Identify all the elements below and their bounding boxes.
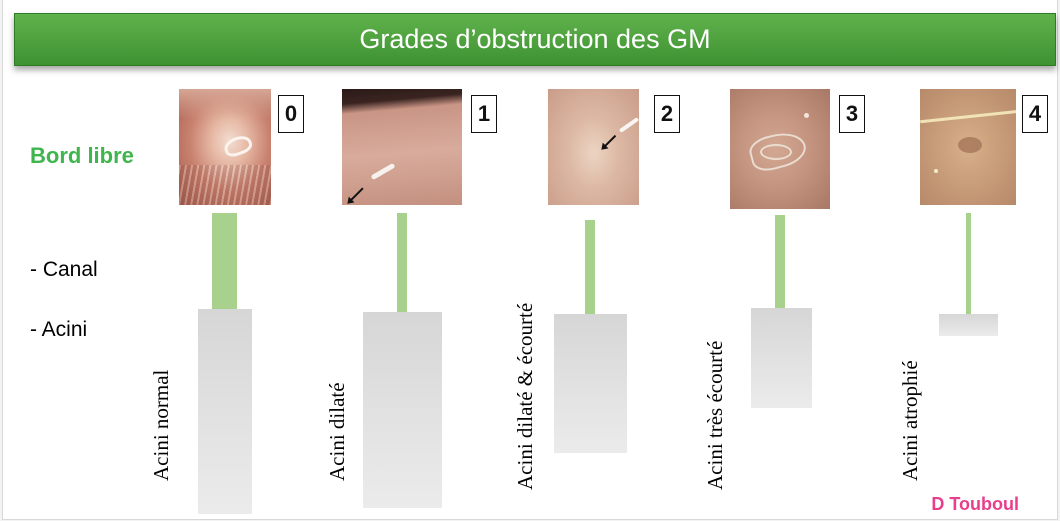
grade-1-photo xyxy=(342,89,462,205)
grade-3-number: 3 xyxy=(839,95,865,133)
grade-2-acini xyxy=(554,314,627,453)
grade-0-photo xyxy=(179,89,271,205)
grade-0-number: 0 xyxy=(278,95,304,133)
grade-0-acini-label: Acini normal xyxy=(149,370,174,481)
grade-1-acini-label: Acini dilaté xyxy=(325,382,350,481)
grade-0-acini xyxy=(198,309,252,514)
grade-2-arrow-icon xyxy=(603,135,615,147)
grade-2-canal xyxy=(585,220,595,320)
grade-4-acini xyxy=(939,314,998,336)
grade-1-canal xyxy=(397,213,407,313)
grade-4-acini-label: Acini atrophié xyxy=(898,360,923,481)
grade-0-canal xyxy=(212,213,237,313)
grade-4-number: 4 xyxy=(1022,95,1048,133)
label-bord-libre: Bord libre xyxy=(30,143,134,169)
grade-4-canal xyxy=(966,213,971,315)
grade-3-photo xyxy=(730,89,830,209)
grade-2-photo xyxy=(548,89,639,205)
grade-1-acini xyxy=(363,312,442,508)
label-acini: - Acini xyxy=(30,318,87,342)
grade-3-canal xyxy=(775,215,785,315)
slide-title: Grades d’obstruction des GM xyxy=(14,13,1056,66)
grade-2-number: 2 xyxy=(654,95,680,133)
grade-3-acini xyxy=(751,308,812,408)
author-credit: D Touboul xyxy=(931,494,1019,515)
grade-3-acini-label: Acini très écourté xyxy=(703,341,728,490)
grade-4-photo xyxy=(920,89,1016,205)
grade-1-arrow-icon xyxy=(349,187,363,201)
grade-2-acini-label: Acini dilaté & écourté xyxy=(513,303,538,490)
grade-1-number: 1 xyxy=(471,95,497,133)
label-canal: - Canal xyxy=(30,258,98,282)
